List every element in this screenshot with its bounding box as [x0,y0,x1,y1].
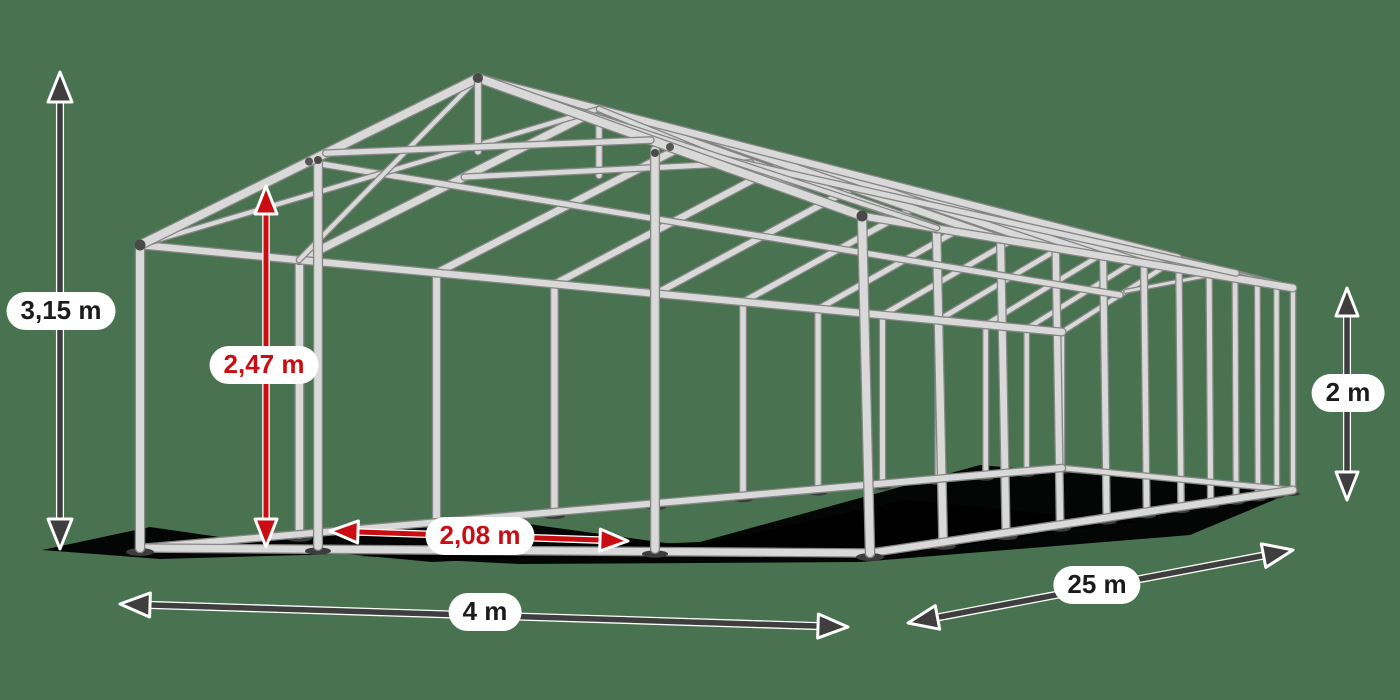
dimension-text: 25 m [1067,569,1127,600]
dimension-label-width: 4 m [448,593,522,631]
dimension-text: 2 m [1325,377,1371,408]
dimension-text: 3,15 m [20,295,102,326]
dimension-text: 4 m [462,596,508,627]
dimension-label-side-wall-height: 2 m [1311,374,1385,412]
dimension-label-entrance-height: 2,47 m [209,346,319,384]
dimension-label-length: 25 m [1053,566,1141,604]
dimension-text: 2,08 m [439,520,521,551]
dimension-label-entrance-width: 2,08 m [425,517,535,555]
dimension-text: 2,47 m [223,349,305,380]
dimension-label-total-height: 3,15 m [6,292,116,330]
